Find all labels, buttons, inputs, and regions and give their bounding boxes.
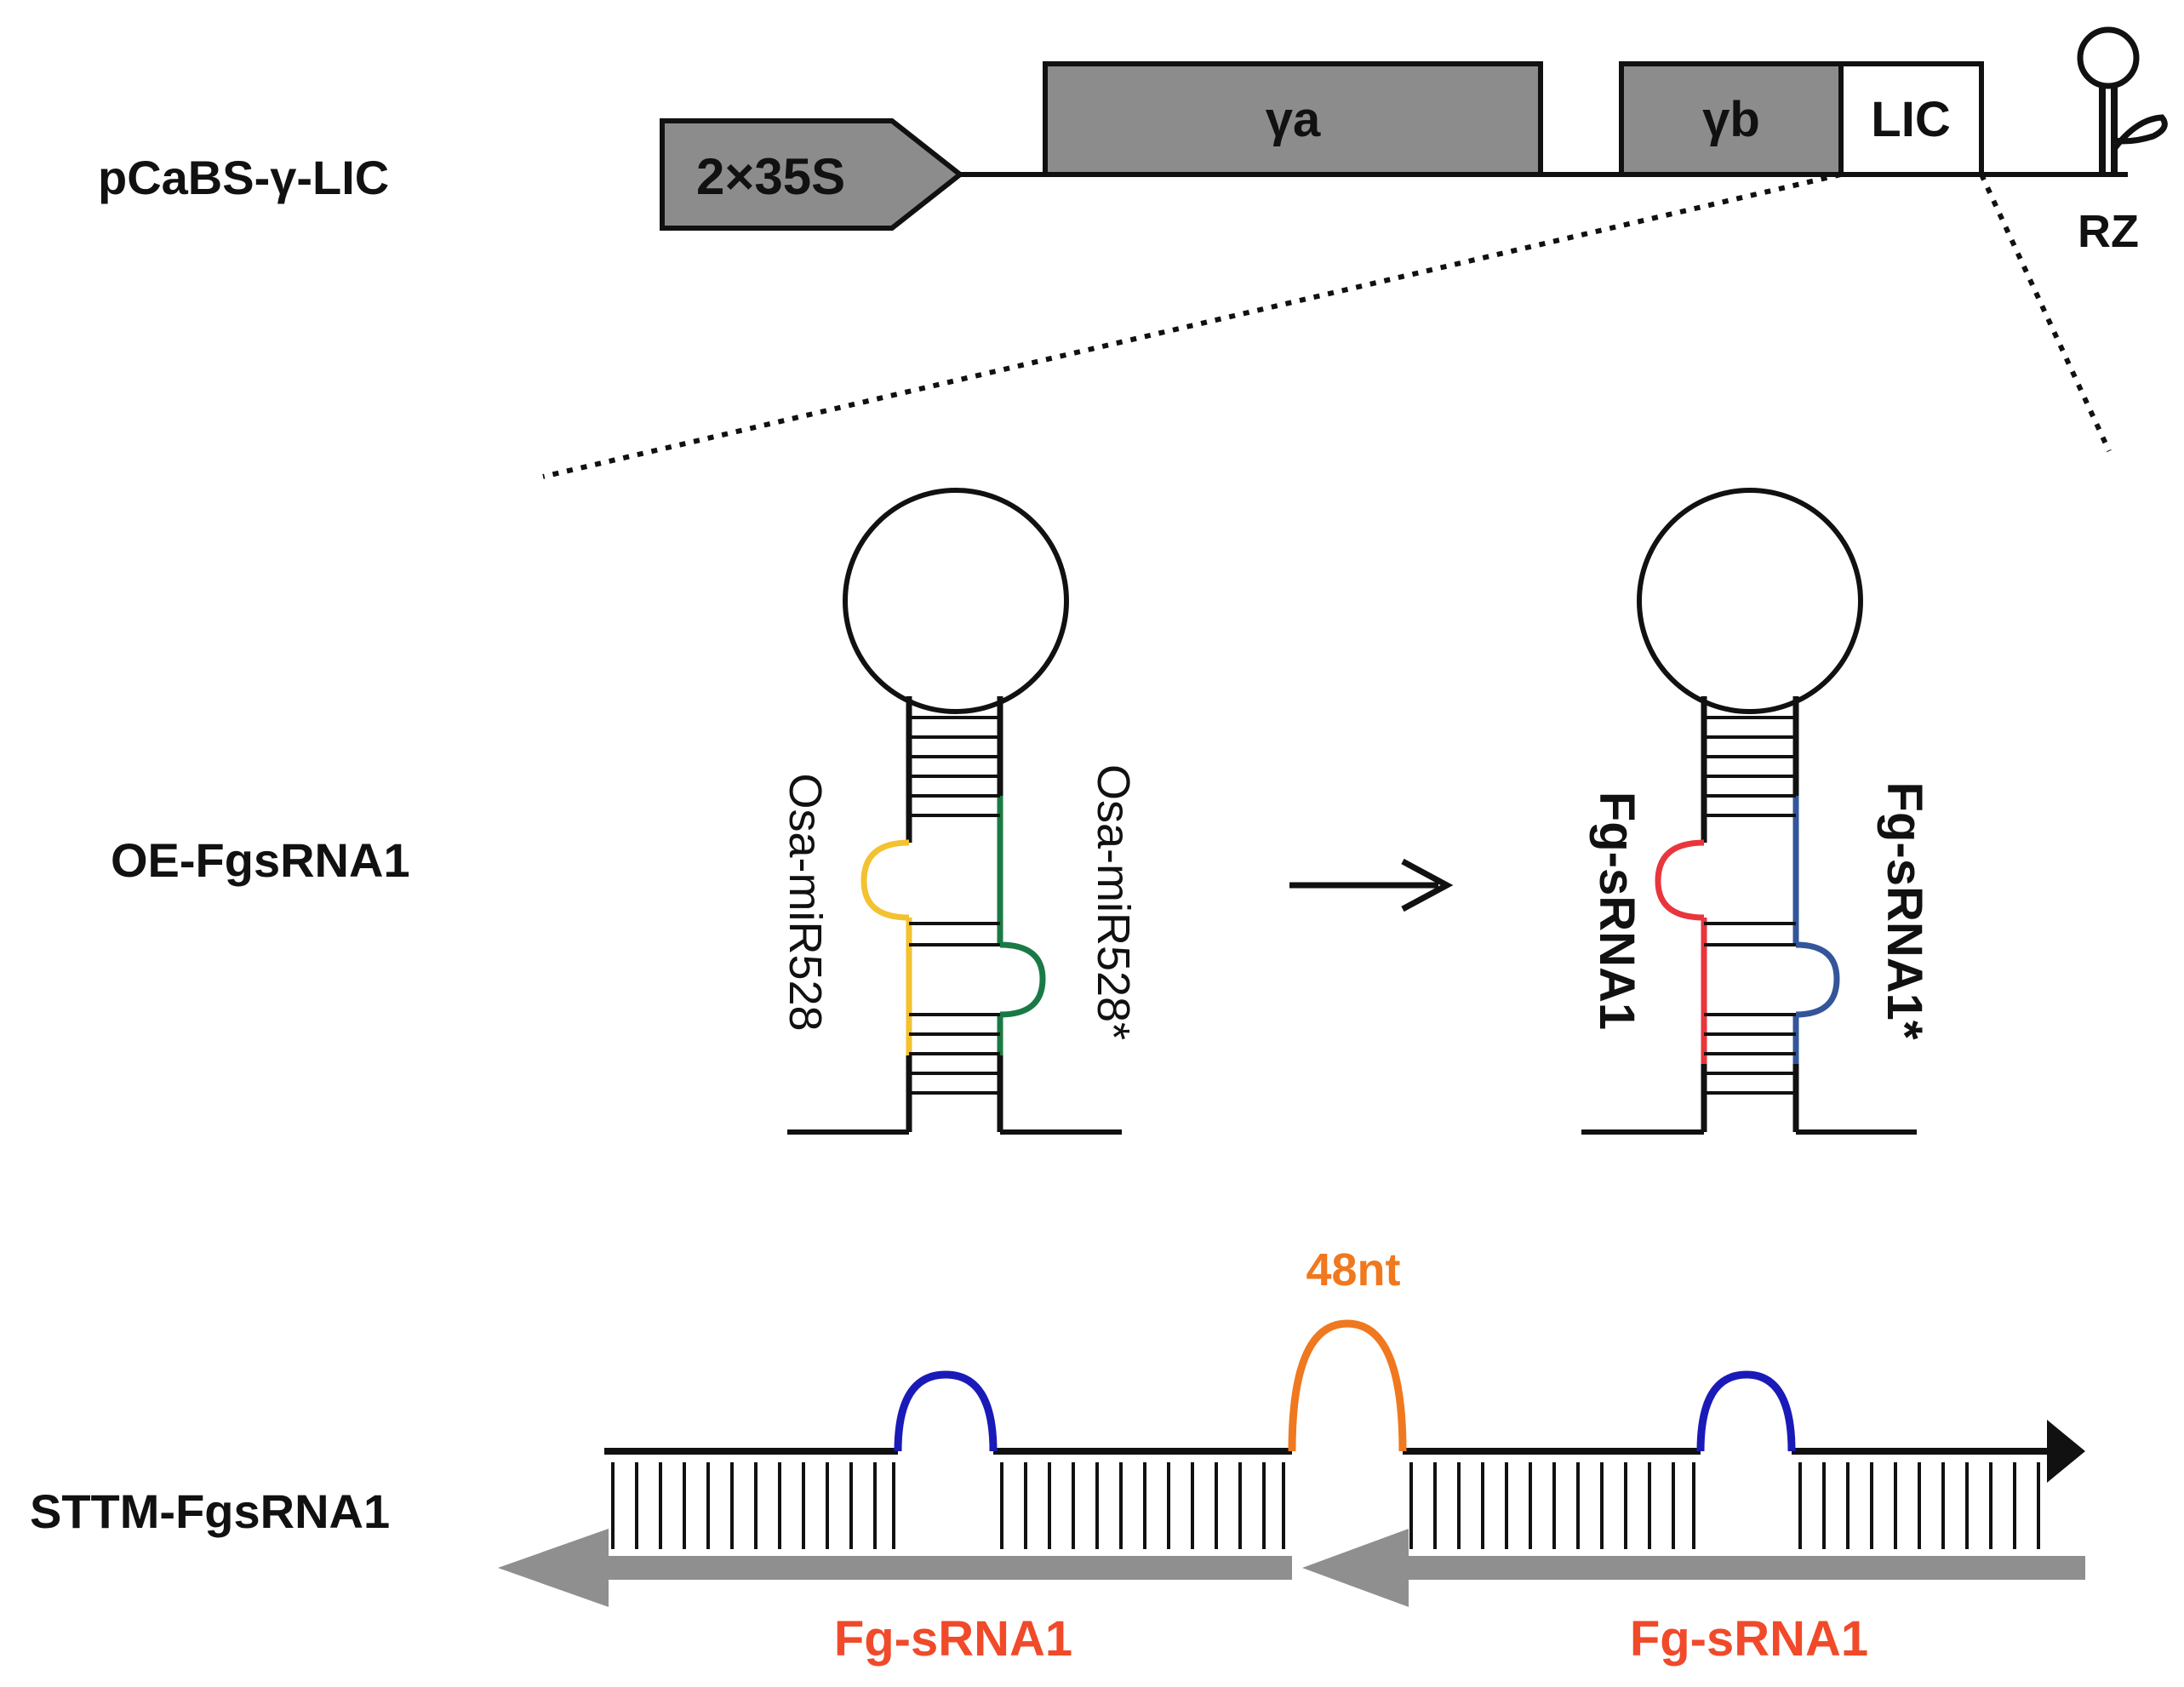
ribozyme-icon	[2077, 26, 2168, 174]
sttm-end-arrowhead	[2047, 1420, 2085, 1483]
sttm-label: STTM-FgsRNA1	[30, 1484, 390, 1538]
hairpin-left-loop	[843, 488, 1069, 714]
sttm-construct: 48nt	[498, 1244, 2085, 1667]
sttm-bulge-left	[894, 1370, 998, 1452]
hairpin-left-strand-a-label: Osa-miR528	[780, 773, 831, 1031]
gamma-a-box	[1043, 61, 1543, 177]
hairpin-right-strand-b-label: Fg-sRNA1*	[1877, 782, 1932, 1040]
gamma-a-label: γa	[1266, 92, 1321, 147]
oe-label: OE-FgsRNA1	[111, 833, 410, 887]
hairpin-right: Fg-sRNA1 Fg-sRNA1*	[1581, 488, 1932, 1135]
gamma-b-label: γb	[1702, 92, 1760, 147]
transform-arrow	[1289, 858, 1454, 912]
lic-label: LIC	[1871, 92, 1950, 147]
gamma-b-box	[1619, 61, 1844, 177]
vector-construct: 2×35S γa γb LIC RZ	[542, 26, 2168, 479]
hairpin-left-strand-b-label: Osa-miR528*	[1088, 764, 1139, 1040]
hairpin-right-loop	[1637, 488, 1863, 714]
promoter-arrow-box	[660, 118, 964, 231]
lic-box	[1838, 61, 1984, 177]
sttm-spacer-loop	[1288, 1319, 1407, 1452]
target-left-label: Fg-sRNA1	[834, 1611, 1072, 1667]
target-right-label: Fg-sRNA1	[1630, 1611, 1868, 1667]
hairpin-left: Osa-miR528 Osa-miR528*	[780, 488, 1139, 1135]
sttm-bulge-right	[1696, 1370, 1796, 1452]
promoter-label: 2×35S	[696, 148, 845, 205]
rz-label: RZ	[2078, 206, 2139, 257]
zoom-line-left	[542, 172, 1842, 479]
target-arrow-left	[498, 1529, 1292, 1607]
target-arrow-right	[1302, 1529, 2085, 1607]
vector-label: pCaBS-γ-LIC	[98, 151, 389, 204]
hairpin-right-strand-a-label: Fg-sRNA1	[1589, 792, 1644, 1030]
sttm-spacer-label: 48nt	[1306, 1244, 1400, 1295]
